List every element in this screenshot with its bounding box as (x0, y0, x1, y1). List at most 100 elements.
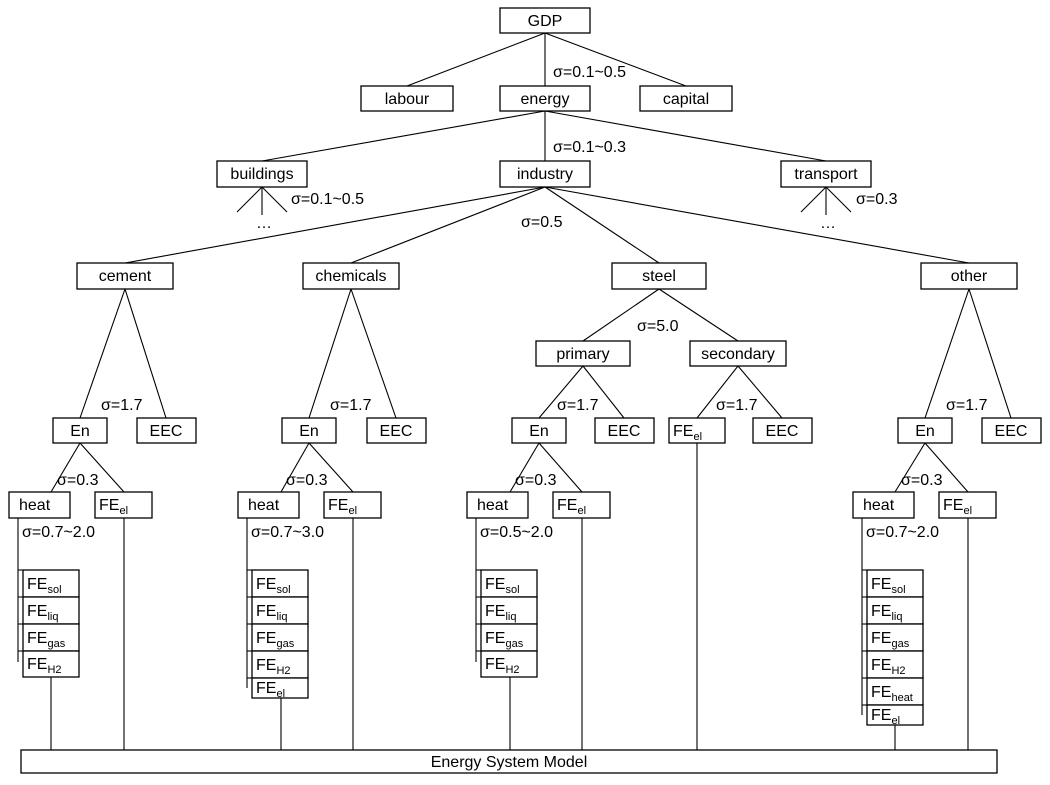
other-fe-h2-label: FEH2 (871, 657, 906, 677)
primary-eec-node: EEC (594, 417, 655, 444)
sigma-other-heat: σ=0.7~2.0 (866, 524, 939, 541)
other-fe-el-label: FEel (943, 497, 972, 517)
chemicals-fe-stack: FEsol FEliq FEgas FEH2 FEel (251, 569, 309, 700)
secondary-fe-el-node: FEel (668, 417, 726, 444)
sigma-primary-en-eec: σ=1.7 (557, 397, 599, 414)
other-heat-node: heat (852, 491, 915, 519)
other-en-label: En (915, 423, 935, 440)
primary-en-node: En (511, 417, 567, 444)
other-fe-gas-label: FEgas (871, 630, 910, 650)
cement-fe-el-label: FEel (99, 497, 128, 517)
sigma-energy: σ=0.1~0.3 (553, 139, 626, 156)
sigma-transport: σ=0.3 (856, 191, 898, 208)
chemicals-fe-el-node: FEel (323, 491, 382, 519)
primary-en-label: En (529, 423, 549, 440)
sigma-cement-en: σ=0.3 (57, 472, 99, 489)
node-buildings: buildings (216, 160, 308, 188)
node-chemicals: chemicals (302, 262, 400, 290)
sigma-industry: σ=0.5 (521, 214, 563, 231)
node-cement: cement (76, 262, 174, 290)
other-eec-node: EEC (981, 417, 1042, 444)
node-secondary: secondary (689, 340, 787, 367)
other-fe-stack: FEsol FEliq FEgas FEH2 FEheat FEel (866, 569, 924, 727)
other-eec-label: EEC (995, 423, 1028, 440)
secondary-fe-el-label: FEel (673, 423, 702, 443)
sigma-chemicals-heat: σ=0.7~3.0 (251, 524, 324, 541)
primary-heat-node: heat (466, 491, 529, 519)
primary-fe-liq-label: FEliq (485, 603, 516, 623)
primary-fe-gas-label: FEgas (485, 630, 524, 650)
chemicals-fe-sol-label: FEsol (256, 576, 291, 596)
secondary-eec-label: EEC (766, 423, 799, 440)
node-primary: primary (535, 340, 631, 367)
chemicals-en-label: En (299, 423, 319, 440)
other-fe-el-stack-label: FEel (871, 707, 900, 727)
cement-eec-node: EEC (136, 417, 197, 444)
primary-fe-stack: FEsol FEliq FEgas FEH2 (480, 569, 538, 678)
connector-lines (17, 32, 1012, 750)
sigma-steel: σ=5.0 (637, 318, 679, 335)
other-fe-sol-label: FEsol (871, 576, 906, 596)
node-transport: transport (780, 160, 872, 188)
sigma-cement-en-eec: σ=1.7 (101, 397, 143, 414)
other-fe-el-node: FEel (938, 491, 997, 519)
chemicals-heat-label: heat (248, 497, 280, 514)
sigma-primary-en: σ=0.3 (515, 472, 557, 489)
primary-eec-label: EEC (608, 423, 641, 440)
sigma-chemicals-en: σ=0.3 (286, 472, 328, 489)
sigma-chemicals-en-eec: σ=1.7 (330, 397, 372, 414)
chemicals-en-node: En (281, 417, 337, 444)
node-cement-label: cement (99, 268, 152, 285)
energy-system-model-label: Energy System Model (431, 754, 588, 771)
cement-en-label: En (70, 423, 90, 440)
sigma-gdp: σ=0.1~0.5 (553, 64, 626, 81)
node-secondary-label: secondary (701, 346, 775, 363)
node-chemicals-label: chemicals (315, 268, 386, 285)
node-capital-label: capital (663, 91, 709, 108)
sigma-cement-heat: σ=0.7~2.0 (22, 524, 95, 541)
node-energy-label: energy (521, 91, 570, 108)
chemicals-fe-el-label: FEel (328, 497, 357, 517)
cement-fe-h2-label: FEH2 (27, 656, 62, 676)
node-primary-label: primary (556, 346, 609, 363)
primary-fe-el-label: FEel (557, 497, 586, 517)
chemicals-fe-el-stack-label: FEel (256, 680, 285, 700)
sigma-steel-heat: σ=0.5~2.0 (480, 524, 553, 541)
primary-fe-sol-label: FEsol (485, 576, 520, 596)
sigma-secondary: σ=1.7 (716, 397, 758, 414)
sigma-buildings: σ=0.1~0.5 (291, 191, 364, 208)
cement-heat-label: heat (19, 497, 51, 514)
primary-heat-label: heat (477, 497, 509, 514)
node-energy: energy (499, 85, 591, 112)
cement-en-node: En (52, 417, 108, 444)
cement-fe-el-node: FEel (94, 491, 153, 519)
chemicals-fe-liq-label: FEliq (256, 603, 287, 623)
chemicals-eec-label: EEC (380, 423, 413, 440)
chemicals-fe-gas-label: FEgas (256, 630, 295, 650)
cement-fe-gas-label: FEgas (27, 630, 66, 650)
other-fe-heat-label: FEheat (871, 684, 913, 704)
chemicals-heat-node: heat (237, 491, 300, 519)
node-labour-label: labour (385, 91, 430, 108)
primary-fe-el-node: FEel (552, 491, 611, 519)
node-industry-label: industry (517, 166, 573, 183)
node-steel-label: steel (642, 268, 676, 285)
node-steel: steel (611, 262, 707, 290)
transport-ellipsis: … (820, 215, 836, 232)
cement-fe-sol-label: FEsol (27, 576, 62, 596)
other-fe-liq-label: FEliq (871, 603, 902, 623)
primary-fe-h2-label: FEH2 (485, 656, 520, 676)
node-other: other (920, 262, 1018, 290)
cement-fe-stack: FEsol FEliq FEgas FEH2 (22, 569, 80, 678)
node-capital: capital (639, 85, 733, 112)
node-gdp-label: GDP (528, 13, 563, 30)
cement-fe-liq-label: FEliq (27, 603, 58, 623)
buildings-ellipsis: … (256, 215, 272, 232)
sigma-other-en: σ=0.3 (901, 472, 943, 489)
energy-system-model: Energy System Model (20, 749, 998, 774)
other-heat-label: heat (863, 497, 895, 514)
chemicals-fe-h2-label: FEH2 (256, 657, 291, 677)
cement-eec-label: EEC (150, 423, 183, 440)
node-gdp: GDP (499, 7, 591, 34)
